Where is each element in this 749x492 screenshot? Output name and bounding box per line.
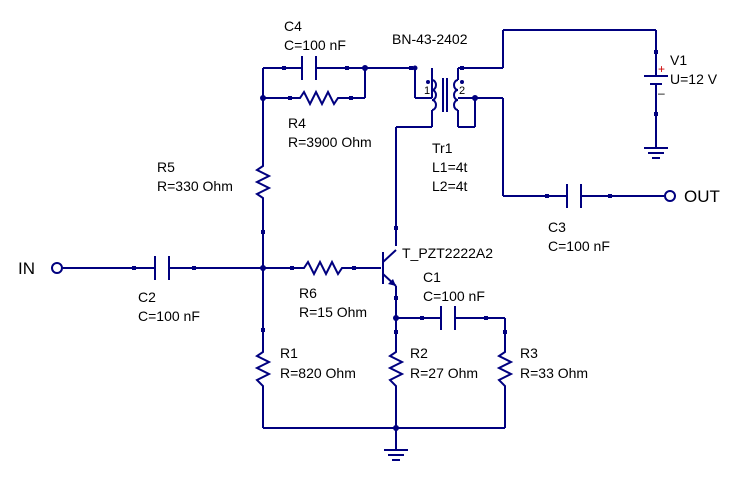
r2-value: R=27 Ohm <box>410 365 478 381</box>
wires <box>63 29 664 450</box>
c1-name: C1 <box>423 269 441 285</box>
ground-symbol-main <box>384 449 408 461</box>
r3-name: R3 <box>520 345 538 361</box>
ground-symbol-battery <box>644 147 668 159</box>
c2-name: C2 <box>138 289 156 305</box>
r4-value: R=3900 Ohm <box>288 134 372 150</box>
v1-name: V1 <box>670 52 687 68</box>
c1-value: C=100 nF <box>423 288 485 304</box>
tr1-l1: L1=4t <box>432 159 468 175</box>
battery-v1: + – <box>644 62 668 100</box>
resistor-r2 <box>387 348 405 392</box>
junction-dots <box>260 65 478 431</box>
capacitor-c1 <box>440 306 457 330</box>
c4-value: C=100 nF <box>284 37 346 53</box>
tr1-core-label: BN-43-2402 <box>392 31 468 47</box>
tr1-name: Tr1 <box>432 140 453 156</box>
capacitor-c2 <box>154 256 171 280</box>
r1-value: R=820 Ohm <box>280 365 356 381</box>
tr1-pin2-label: 2 <box>459 85 465 97</box>
component-labels: C4 C=100 nF BN-43-2402 V1 U=12 V R4 R=39… <box>138 18 718 381</box>
resistor-r6 <box>300 259 346 277</box>
r1-name: R1 <box>280 345 298 361</box>
tr1-l2: L2=4t <box>432 178 468 194</box>
transformer-tr1: 1 2 <box>424 78 465 112</box>
r4-name: R4 <box>288 115 306 131</box>
resistor-r3 <box>496 348 514 392</box>
v1-minus-sign: – <box>658 86 665 100</box>
r6-name: R6 <box>299 285 317 301</box>
r5-name: R5 <box>157 159 175 175</box>
r2-name: R2 <box>410 345 428 361</box>
c3-value: C=100 nF <box>548 238 610 254</box>
out-port: OUT <box>664 187 720 206</box>
r6-value: R=15 Ohm <box>299 304 367 320</box>
capacitor-c3 <box>566 184 583 208</box>
v1-value: U=12 V <box>670 71 718 87</box>
out-port-label: OUT <box>684 187 720 206</box>
r5-value: R=330 Ohm <box>157 178 233 194</box>
capacitor-c4 <box>301 56 318 80</box>
r3-value: R=33 Ohm <box>520 365 588 381</box>
in-port: IN <box>18 259 63 278</box>
c2-value: C=100 nF <box>138 308 200 324</box>
in-port-label: IN <box>18 259 35 278</box>
pin-markers <box>132 50 658 334</box>
q1-name: T_PZT2222A2 <box>402 245 493 261</box>
resistor-r4 <box>296 89 340 107</box>
v1-plus-sign: + <box>658 62 665 76</box>
resistor-r5 <box>254 162 272 202</box>
tr1-pin1-label: 1 <box>424 85 430 97</box>
transistor-q1 <box>382 249 397 287</box>
c4-name: C4 <box>284 18 302 34</box>
resistor-r1 <box>254 348 272 392</box>
c3-name: C3 <box>548 219 566 235</box>
